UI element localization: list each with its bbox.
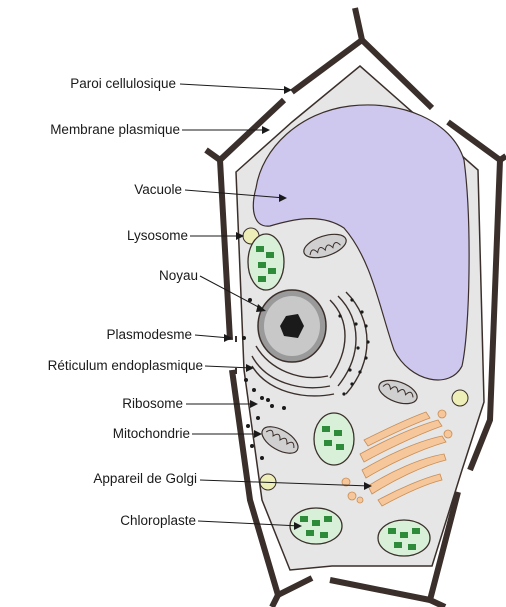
label-lysosome: Lysosome [127, 228, 188, 243]
chloroplast [248, 234, 284, 290]
label-appareil-de-golgi: Appareil de Golgi [93, 471, 197, 486]
label-chloroplaste: Chloroplaste [120, 513, 196, 528]
label-plasmodesme: Plasmodesme [106, 327, 192, 342]
label-ribosome: Ribosome [122, 396, 183, 411]
label-vacuole: Vacuole [134, 182, 182, 197]
label-reticulum-endoplasmique: Réticulum endoplasmique [48, 358, 203, 373]
label-noyau: Noyau [159, 268, 198, 283]
nucleus [258, 290, 326, 362]
label-paroi-cellulosique: Paroi cellulosique [70, 76, 176, 91]
lysosome [452, 390, 468, 406]
chloroplast [378, 520, 430, 556]
chloroplast [314, 413, 354, 465]
label-membrane-plasmique: Membrane plasmique [50, 122, 180, 137]
label-mitochondrie: Mitochondrie [113, 426, 190, 441]
